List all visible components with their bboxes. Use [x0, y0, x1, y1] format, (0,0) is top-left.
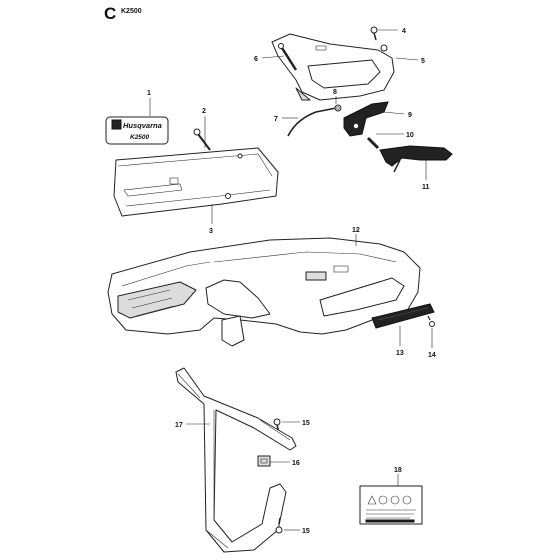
warning-label-part — [359, 485, 423, 525]
spring-part — [334, 104, 342, 112]
callout-1: 1 — [147, 90, 151, 97]
grip-part — [371, 303, 435, 329]
callout-9: 9 — [408, 112, 412, 119]
screw-part-15-lower — [275, 517, 283, 534]
nut-part — [257, 455, 271, 467]
callout-8: 8 — [333, 89, 337, 96]
callout-4: 4 — [402, 28, 406, 35]
leader-lines — [149, 29, 433, 531]
section-letter: C — [104, 4, 117, 23]
throttle-rod-part — [287, 107, 337, 137]
pin-part — [366, 136, 380, 150]
callout-17: 17 — [175, 422, 183, 429]
callout-11: 11 — [422, 184, 430, 191]
callout-7: 7 — [274, 116, 278, 123]
main-handle-housing-part — [107, 237, 421, 347]
callout-6: 6 — [254, 56, 258, 63]
decal-model: K2500 — [130, 134, 150, 141]
model-code: K2500 — [121, 8, 142, 15]
callout-14: 14 — [428, 352, 436, 359]
screw-part-14 — [427, 315, 435, 327]
callout-15-upper: 15 — [302, 420, 310, 427]
callout-12: 12 — [352, 227, 360, 234]
decal-brand: Husqvarna — [123, 121, 162, 130]
callout-5: 5 — [421, 58, 425, 65]
screw-part-2 — [193, 128, 211, 151]
callout-16: 16 — [292, 460, 300, 467]
callout-10: 10 — [406, 132, 414, 139]
screw-part-4 — [370, 26, 378, 41]
throttle-lockout-part — [379, 145, 453, 173]
callout-2: 2 — [202, 108, 206, 115]
callout-13: 13 — [396, 350, 404, 357]
lower-cover-part — [113, 147, 279, 217]
callout-15-lower: 15 — [302, 528, 310, 535]
callout-labels: 1 2 3 4 5 6 7 8 9 10 11 12 13 14 15 15 1… — [147, 28, 436, 535]
throttle-trigger-part — [343, 101, 389, 137]
front-handle-bar-part — [175, 367, 297, 553]
callout-3: 3 — [209, 228, 213, 235]
screw-part-6 — [278, 43, 298, 71]
callout-18: 18 — [394, 467, 402, 474]
rear-handle-frame-part — [271, 33, 395, 101]
decal-part: Husqvarna K2500 — [105, 116, 169, 145]
